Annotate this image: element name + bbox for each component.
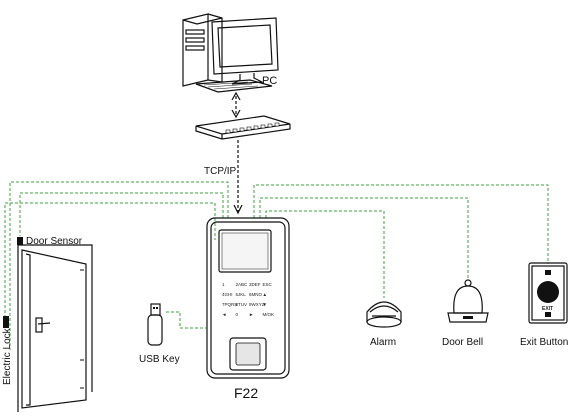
door-bell-icon xyxy=(447,279,489,323)
tcpip-link xyxy=(233,140,243,215)
keypad-key: ESC xyxy=(263,282,273,287)
keypad-key: ◄ xyxy=(222,312,226,317)
door-sensor-icon xyxy=(17,237,23,245)
wiring-lines xyxy=(4,181,549,350)
door-sensor-label: Door Sensor xyxy=(26,236,83,247)
device-label: F22 xyxy=(234,385,258,401)
keypad-key: ► xyxy=(249,312,253,317)
alarm-label: Alarm xyxy=(370,337,396,348)
exit-button-label: Exit Button xyxy=(520,337,568,348)
tcpip-label: TCP/IP xyxy=(204,166,237,177)
keypad-key: 3DEF xyxy=(249,282,261,287)
keypad-key: 8TUV xyxy=(236,302,248,307)
usb-key-label: USB Key xyxy=(139,354,180,365)
exit-text: EXIT xyxy=(542,306,553,312)
keypad-key: ▼ xyxy=(263,302,267,307)
exit-button-icon xyxy=(528,262,568,324)
keypad-key: ▲ xyxy=(263,292,267,297)
keypad-key: M/OK xyxy=(263,312,275,317)
usb-key-icon xyxy=(147,303,163,346)
electric-lock-icon xyxy=(3,316,9,328)
pc-label: PC xyxy=(262,75,277,87)
network-switch-icon xyxy=(195,115,291,140)
pc-switch-link xyxy=(231,91,241,119)
keypad-key: 0 xyxy=(236,312,239,317)
keypad-key: 5JKL xyxy=(236,292,247,297)
keypad-key: 2ABC xyxy=(236,282,249,287)
keypad-key: 9WXYZ xyxy=(249,302,265,307)
keypad-key: 6MNO xyxy=(249,292,263,297)
door-icon xyxy=(17,244,93,412)
electric-lock-label: Electric Lock xyxy=(2,327,13,385)
keypad-key: 4GHI xyxy=(222,292,233,297)
alarm-icon xyxy=(366,301,402,328)
pc-icon xyxy=(182,13,279,93)
keypad-key: 7PQRS xyxy=(222,302,237,307)
door-bell-label: Door Bell xyxy=(442,337,483,348)
keypad-key: 1 xyxy=(222,282,225,287)
